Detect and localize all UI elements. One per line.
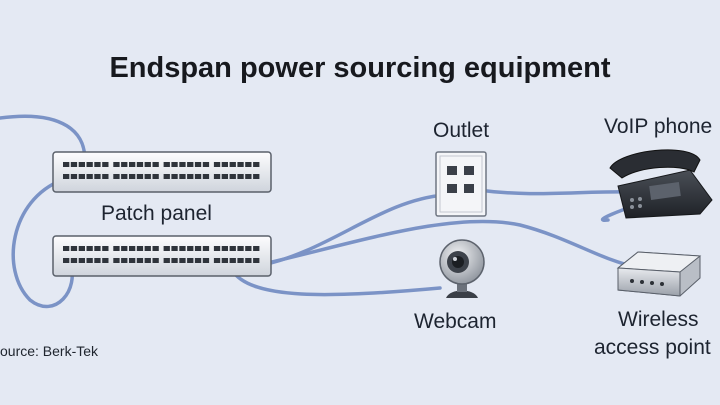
label-patch-panel: Patch panel [101,202,212,225]
cable-to-webcam [230,268,442,297]
voip-phone-icon [609,149,713,219]
patch-panel-bottom [52,235,272,277]
cable-to-access-point [244,219,642,270]
label-outlet: Outlet [433,119,490,142]
source-credit: ource: Berk-Tek [0,343,99,359]
label-webcam: Webcam [414,310,497,333]
label-access-point: access point [594,336,711,359]
outlet-icon [435,151,487,217]
cables [0,114,654,309]
webcam-icon [439,239,485,298]
label-voip-phone: VoIP phone [604,115,713,138]
wireless-access-point-icon [616,251,702,297]
label-wireless: Wireless [618,308,699,331]
cable-left-loop [11,178,74,309]
diagram-title: Endspan power sourcing equipment [109,52,611,84]
patch-panel-top [52,151,272,193]
cable-to-outlet [256,193,447,268]
